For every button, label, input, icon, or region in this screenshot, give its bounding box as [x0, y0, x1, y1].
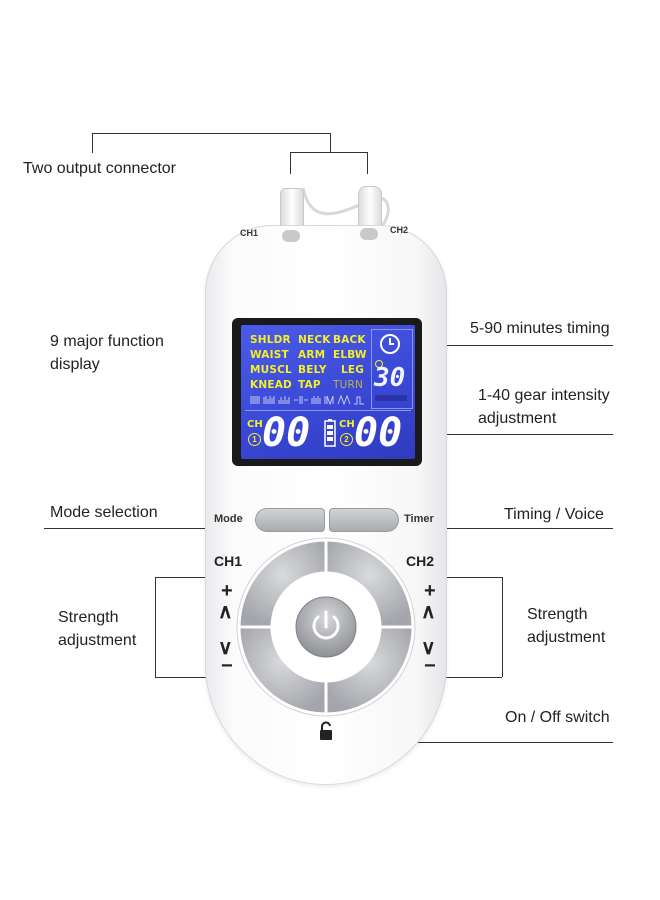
function-display-label: 9 major function display [50, 333, 164, 373]
func-elbw: ELBW [333, 349, 367, 361]
ch2-port[interactable] [360, 228, 378, 240]
ch2-tag: CH [339, 419, 355, 430]
func-muscl: MUSCL [250, 364, 292, 376]
ch1-port[interactable] [282, 230, 300, 242]
func-arm: ARM [298, 349, 326, 361]
intensity-label: 1-40 gear intensity adjustment [478, 387, 610, 427]
func-back: BACK [333, 334, 366, 346]
lock-icon [320, 721, 332, 740]
ch1-number-badge: 1 [248, 433, 261, 446]
lcd-screen: SHLDR NECK BACK WAIST ARM ELBW MUSCL BEL… [241, 325, 415, 459]
waveform-icons [250, 395, 364, 405]
ch2-down-symbol: ∨ [421, 637, 436, 659]
readout-divider [245, 410, 411, 411]
ch1-plus-symbol: + [221, 580, 233, 602]
func-tap: TAP [298, 379, 321, 391]
ch2-up-symbol: ∧ [421, 601, 436, 623]
intensity-callout-line [395, 434, 613, 435]
timer-value: 30 [374, 363, 406, 393]
timer-panel [371, 329, 413, 409]
ch1-down-symbol: ∨ [218, 637, 233, 659]
voice-indicator-icon [375, 360, 383, 368]
timing-callout-line [385, 345, 613, 346]
mode-callout-line [44, 528, 276, 529]
func-bely: BELY [298, 364, 327, 376]
port-ch2-label: CH2 [390, 225, 409, 235]
timer-button[interactable] [329, 508, 399, 532]
mode-selection-label: Mode selection [50, 504, 158, 521]
timer-label: Timer [404, 513, 434, 525]
ch2-plus-symbol: + [424, 580, 436, 602]
func-neck: NECK [298, 334, 331, 346]
timer-callout-line [378, 528, 613, 529]
mode-button[interactable] [255, 508, 325, 532]
ch2-intensity-value: 00 [354, 410, 403, 456]
battery-icon [324, 419, 336, 447]
control-ring [236, 537, 416, 717]
port-ch1-label: CH1 [240, 228, 259, 238]
ch2-minus-symbol: − [424, 655, 436, 677]
mode-label: Mode [214, 513, 243, 525]
ch1-up-symbol: ∧ [218, 601, 233, 623]
timing-voice-label: Timing / Voice [504, 506, 604, 523]
strength-right-label: Strength adjustment [527, 606, 606, 646]
ch1-minus-symbol: − [221, 655, 233, 677]
func-turn: TURN [333, 379, 364, 391]
on-off-label: On / Off switch [505, 709, 610, 726]
func-shldr: SHLDR [250, 334, 291, 346]
ch1-intensity-value: 00 [262, 410, 311, 456]
ch1-tag: CH [247, 419, 263, 430]
ch2-label: CH2 [406, 553, 435, 569]
strength-left-label: Strength adjustment [58, 609, 137, 649]
ch1-label: CH1 [214, 553, 243, 569]
func-waist: WAIST [250, 349, 289, 361]
timer-bar [375, 395, 407, 401]
clock-icon [380, 334, 400, 354]
output-connector-label: Two output connector [23, 160, 176, 177]
ch2-number-badge: 2 [340, 433, 353, 446]
power-icon [312, 610, 340, 640]
ch2-output-plug [358, 186, 382, 232]
timing-label: 5-90 minutes timing [470, 320, 610, 337]
func-leg: LEG [341, 364, 365, 376]
func-knead: KNEAD [250, 379, 292, 391]
